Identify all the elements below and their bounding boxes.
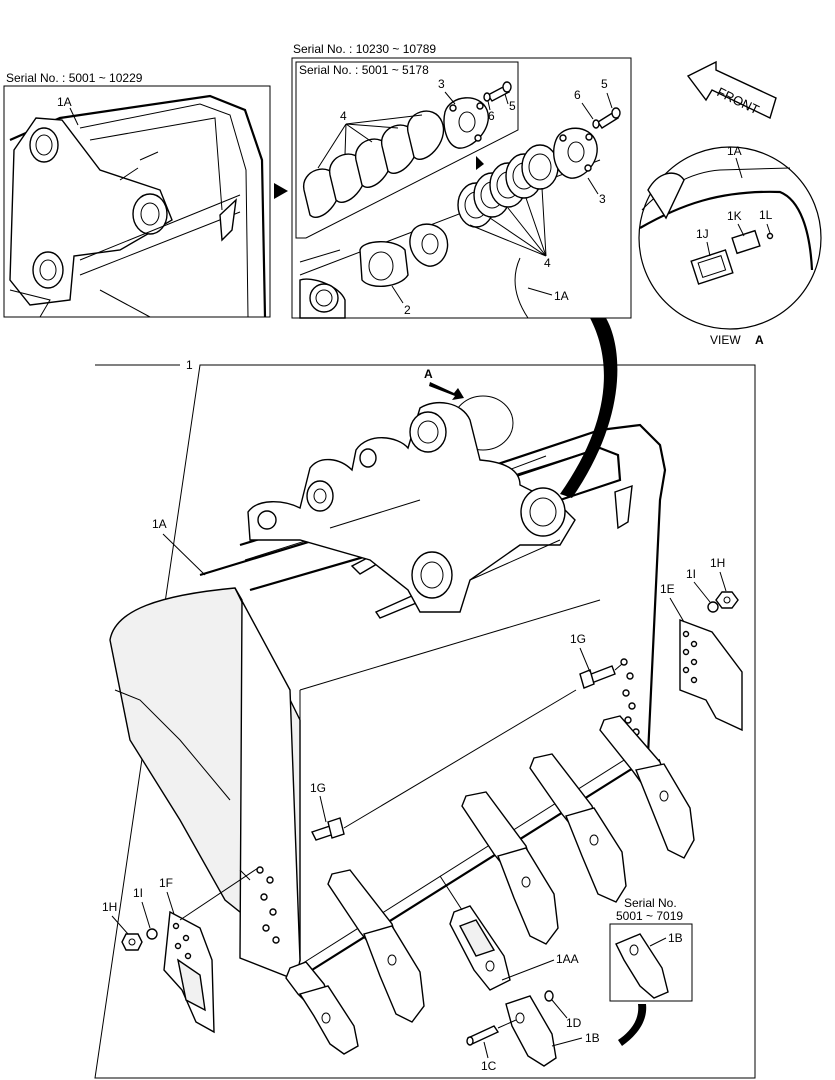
middle-inset-serial-outer: Serial No. : 10230 ~ 10789 <box>293 42 436 56</box>
bottom-inset-part-label: 1B <box>668 931 683 945</box>
main-frame-number: 1 <box>186 358 193 372</box>
view-arrow-letter: A <box>424 367 433 381</box>
label-1g-right: 1G <box>570 632 586 646</box>
middle-inset: Serial No. : 10230 ~ 10789 Serial No. : … <box>291 42 632 319</box>
label-5-lower: 5 <box>601 77 608 91</box>
bottom-inset-serial-line1: Serial No. <box>624 896 677 910</box>
tooth-2 <box>529 753 627 903</box>
bottom-inset-pointer <box>618 1004 647 1046</box>
front-arrow: FRONT <box>686 60 777 119</box>
boss-hole <box>29 127 59 163</box>
label-1a-view: 1A <box>727 144 742 158</box>
label-6-lower: 6 <box>574 88 581 102</box>
main-frame <box>94 364 756 1079</box>
retainer-1d <box>544 990 554 1002</box>
label-3-upper: 3 <box>438 77 445 91</box>
label-5-upper: 5 <box>509 99 516 113</box>
label-1e: 1E <box>660 582 675 596</box>
label-4-lower: 4 <box>544 256 551 270</box>
tooth-3 <box>461 791 559 945</box>
left-inset-frame <box>3 85 271 318</box>
label-1f: 1F <box>159 876 173 890</box>
label-1l: 1L <box>759 208 773 222</box>
side-cutter-1e <box>679 618 743 732</box>
view-label: VIEW <box>710 333 741 347</box>
label-1k: 1K <box>727 209 742 223</box>
left-inset: Serial No. : 5001 ~ 10229 1A <box>3 71 271 318</box>
washer-6-upper <box>483 92 491 102</box>
adapter-1aa <box>449 905 511 991</box>
tooth-1 <box>599 715 695 859</box>
label-1i-right: 1I <box>686 567 696 581</box>
label-1a-main: 1A <box>152 517 167 531</box>
view-letter: A <box>755 333 764 347</box>
label-1c: 1C <box>481 1059 497 1073</box>
label-1j: 1J <box>696 227 709 241</box>
bottom-inset-frame <box>609 923 693 1002</box>
view-arrow-icon <box>429 382 464 400</box>
label-3-lower: 3 <box>599 192 606 206</box>
tooth-5 <box>285 961 359 1055</box>
label-4-upper: 4 <box>340 109 347 123</box>
view-a-detail: 1A 1K 1L 1J VIEW A <box>638 144 822 347</box>
middle-inset-serial-inner: Serial No. : 5001 ~ 5178 <box>299 63 429 77</box>
tooth-4 <box>327 869 425 1023</box>
plate-1j <box>690 249 734 285</box>
label-1g-left: 1G <box>310 781 326 795</box>
washer-1i-right <box>707 601 719 613</box>
nut-1h-left <box>121 933 143 951</box>
label-1h-left: 1H <box>102 900 117 914</box>
label-1aa: 1AA <box>556 952 579 966</box>
label-1b: 1B <box>585 1031 600 1045</box>
label-1h-right: 1H <box>710 556 725 570</box>
arrow-icon <box>476 156 484 170</box>
label-1a-left-inset: 1A <box>57 95 72 109</box>
shim-set-lower <box>457 144 559 228</box>
boss-hole <box>132 193 168 235</box>
bolt-holes-left <box>256 866 280 944</box>
boss-hole <box>32 251 64 289</box>
washer-1i-left <box>146 928 158 940</box>
label-2: 2 <box>404 303 411 317</box>
view-a-circle <box>638 146 822 330</box>
label-1i-left: 1I <box>133 886 143 900</box>
label-6-upper: 6 <box>488 109 495 123</box>
pin-1l <box>766 232 774 240</box>
middle-inset-frame <box>291 57 632 319</box>
left-inset-serial: Serial No. : 5001 ~ 10229 <box>6 71 143 85</box>
arrow-to-middle-inset-icon <box>274 183 288 199</box>
callout-sweep <box>560 318 618 498</box>
front-arrow-icon <box>686 60 777 119</box>
nut-1h-right <box>715 591 739 609</box>
tip-1b <box>505 995 557 1067</box>
washer-6-lower <box>592 119 600 129</box>
tip-1b-early <box>615 933 669 999</box>
shim-set-upper <box>303 110 445 218</box>
label-1d: 1D <box>566 1016 582 1030</box>
bottom-inset-serial-line2: 5001 ~ 7019 <box>616 909 683 923</box>
main-frame-group: 1 A <box>94 358 756 1079</box>
label-1a-middle-inset: 1A <box>554 289 569 303</box>
middle-inset-subframe <box>295 61 519 239</box>
plate-1k <box>731 229 761 255</box>
